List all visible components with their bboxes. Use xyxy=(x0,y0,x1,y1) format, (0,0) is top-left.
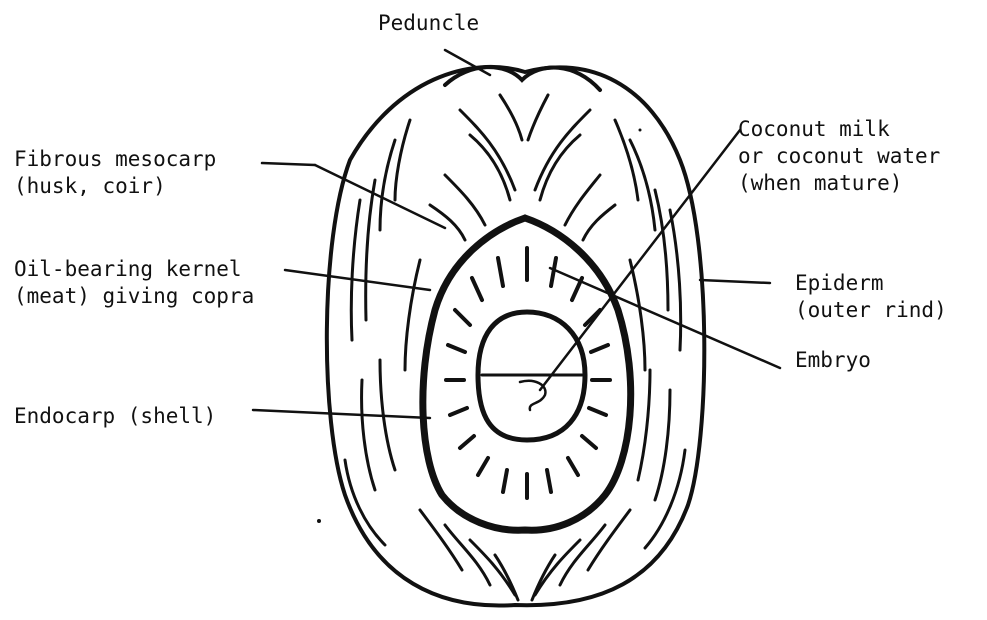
milk-text-line3: (when mature) xyxy=(738,170,940,197)
leader-milk xyxy=(540,130,740,390)
label-oil-bearing-kernel: Oil-bearing kernel (meat) giving copra xyxy=(14,256,254,310)
leader-epiderm xyxy=(700,280,770,283)
leader-mesocarp xyxy=(262,163,315,165)
lower-husk-texture xyxy=(420,510,630,600)
label-endocarp: Endocarp (shell) xyxy=(14,403,216,430)
label-embryo: Embryo xyxy=(795,347,871,374)
leader-endocarp xyxy=(253,410,430,418)
label-peduncle: Peduncle xyxy=(378,10,479,37)
kernel-text-line1: Oil-bearing kernel xyxy=(14,256,254,283)
leader-kernel xyxy=(285,270,430,290)
label-coconut-milk: Coconut milk or coconut water (when matu… xyxy=(738,116,940,197)
embryo-text: Embryo xyxy=(795,347,871,374)
embryo-mark xyxy=(520,381,545,410)
husk-fibers xyxy=(345,120,685,548)
mesocarp-text-line2: (husk, coir) xyxy=(14,173,216,200)
epiderm-text-line2: (outer rind) xyxy=(795,297,947,324)
peduncle-text: Peduncle xyxy=(378,10,479,37)
endocarp-text: Endocarp (shell) xyxy=(14,403,216,430)
stray-dot-2 xyxy=(639,129,642,132)
milk-text-line2: or coconut water xyxy=(738,143,940,170)
kernel-text-line2: (meat) giving copra xyxy=(14,283,254,310)
milk-text-line1: Coconut milk xyxy=(738,116,940,143)
label-fibrous-mesocarp: Fibrous mesocarp (husk, coir) xyxy=(14,146,216,200)
stray-dot xyxy=(317,519,321,523)
epiderm-text-line1: Epiderm xyxy=(795,270,947,297)
label-epiderm: Epiderm (outer rind) xyxy=(795,270,947,324)
epiderm-outline xyxy=(327,67,704,606)
mesocarp-text-line1: Fibrous mesocarp xyxy=(14,146,216,173)
